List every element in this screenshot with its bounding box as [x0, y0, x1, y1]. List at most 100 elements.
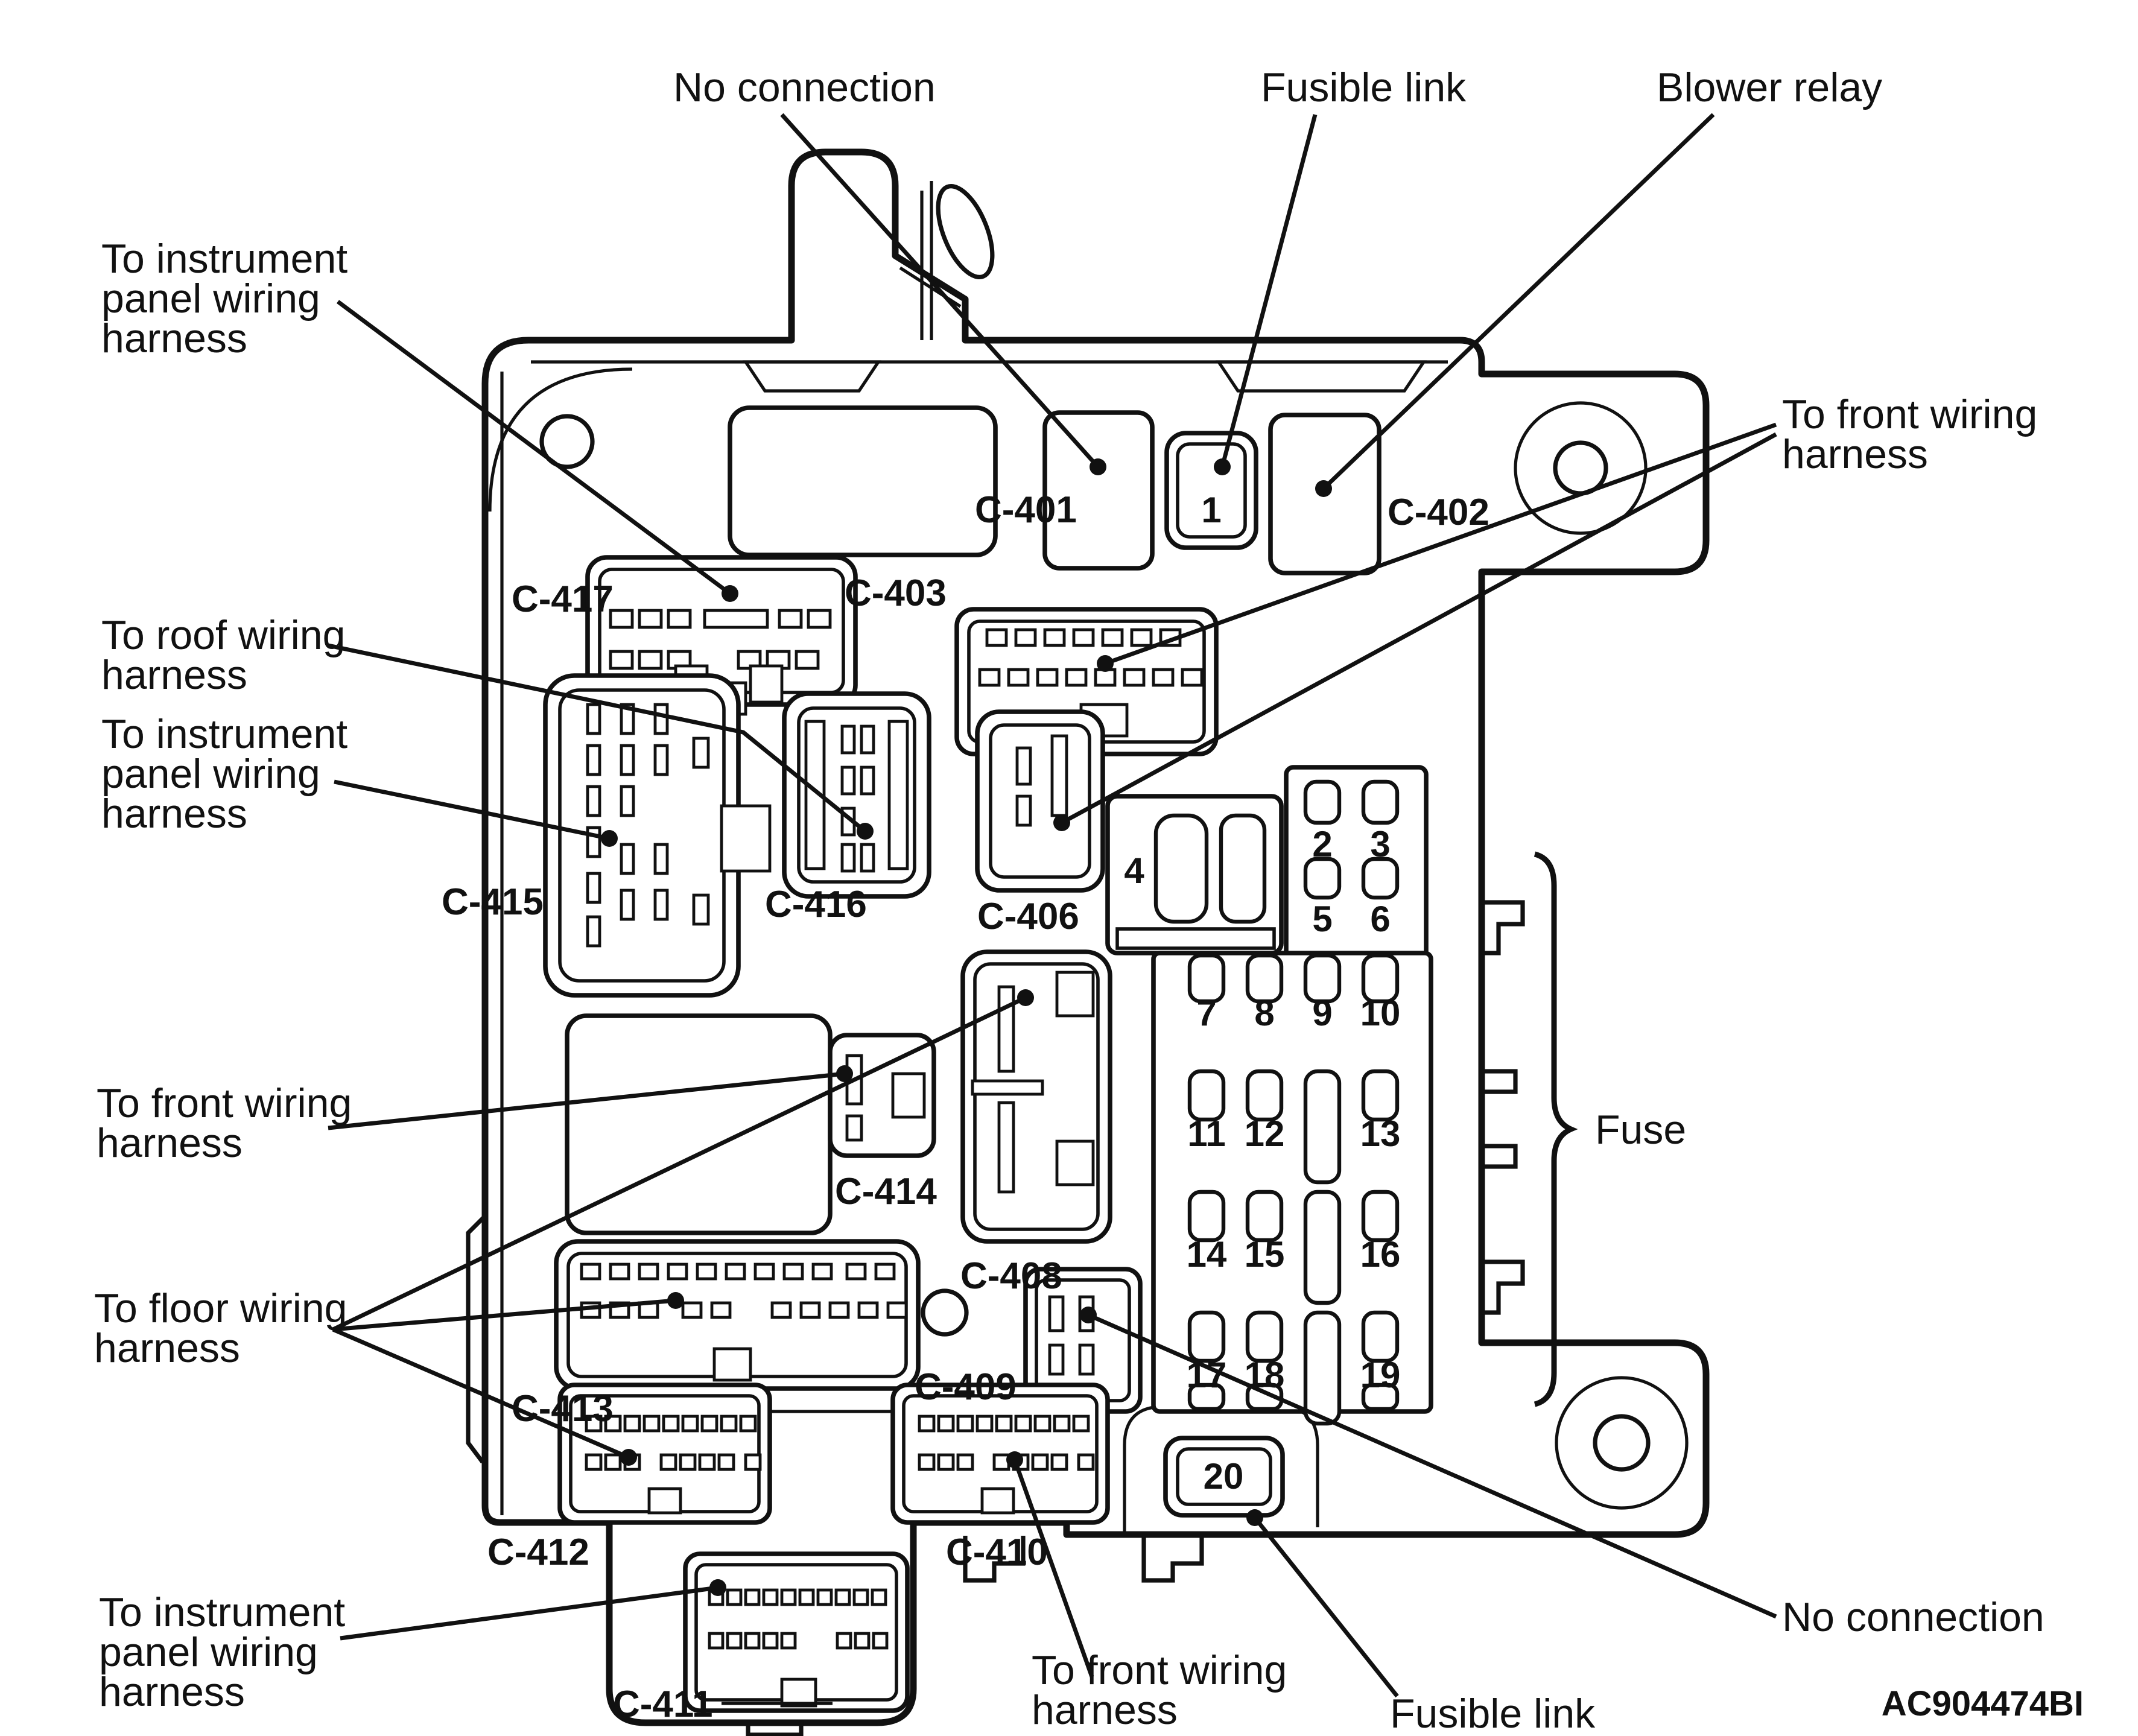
fuse1-inner: [1176, 442, 1247, 539]
connector-c416: [782, 691, 931, 899]
fuse4-slot-2: [1219, 813, 1267, 924]
fuse-brace-bracket: [1534, 851, 1578, 1407]
c415-side-tab: [720, 804, 772, 873]
svg-text:panel wiring: panel wiring: [101, 276, 320, 322]
c416-pins: [840, 724, 875, 873]
fuse-6-label: 6: [1370, 899, 1390, 939]
svg-text:To front wiring: To front wiring: [1782, 391, 2037, 437]
svg-text:To floor wiring: To floor wiring: [94, 1285, 347, 1331]
fuse20-outer: [1163, 1436, 1285, 1518]
connector-c414: [828, 1033, 936, 1158]
label-no-connection-bottom: No connection: [1782, 1594, 2044, 1640]
label-floor-harness: To floor wiring harness: [94, 1285, 347, 1371]
clip-4: [1482, 1259, 1525, 1315]
tab-hole: [936, 184, 995, 279]
c403-pins: [978, 628, 1204, 738]
label-c417: C-417: [512, 578, 614, 620]
label-c409: C-409: [915, 1366, 1017, 1408]
label-c414: C-414: [835, 1171, 937, 1212]
clip-2: [1479, 1069, 1518, 1094]
c401-cavity-small: [1042, 410, 1155, 571]
leader-fusible-link-bottom: [1253, 1516, 1399, 1698]
connector-c412: [557, 1383, 772, 1525]
blank-slot-row3: [1303, 1190, 1342, 1305]
right-edge-clips: [1479, 900, 1525, 1315]
svg-text:panel wiring: panel wiring: [101, 751, 320, 797]
svg-text:harness: harness: [101, 791, 247, 837]
connector-c415: [543, 673, 772, 998]
clip-1: [1482, 900, 1525, 955]
fuse-number-labels: 1 2 3 4 5 6 7 8 9 10 11 12 13 14 15 16 1…: [1124, 490, 1400, 1497]
label-roof-harness: To roof wiring harness: [101, 612, 345, 698]
fuse-16-label: 16: [1360, 1234, 1401, 1275]
top-notch-left: [743, 360, 881, 393]
bracket-top-boss: [1514, 401, 1648, 535]
fuse4-slot-1: [1153, 813, 1209, 924]
foot-2: [1141, 1536, 1204, 1583]
svg-text:harness: harness: [101, 652, 247, 698]
fuse-20: [1163, 1436, 1285, 1518]
connector-c411: [683, 1551, 910, 1713]
label-instrument-panel-mid: To instrument panel wiring harness: [101, 711, 347, 837]
fuse-9-label: 9: [1312, 993, 1332, 1033]
body-outline-path: [481, 148, 1710, 1726]
blank-slot-row2: [1303, 1069, 1342, 1185]
label-c410: C-410: [946, 1532, 1048, 1573]
fuse-1-label: 1: [1201, 490, 1221, 530]
leader-instrument-panel-mid: [334, 779, 610, 841]
svg-text:harness: harness: [1032, 1687, 1178, 1733]
leader-front-right-to-c406: [1061, 432, 1777, 825]
fuse-19-label: 19: [1360, 1355, 1401, 1395]
top-notch-right: [1216, 360, 1427, 393]
fuse-4-label: 4: [1124, 851, 1144, 891]
svg-text:To instrument: To instrument: [99, 1589, 345, 1635]
c414-side-tab: [891, 1072, 926, 1119]
label-c402: C-402: [1388, 492, 1489, 533]
c411-pins: [708, 1588, 889, 1708]
svg-text:harness: harness: [99, 1669, 245, 1715]
fuse-14-label: 14: [1187, 1234, 1227, 1275]
fuse-12-label: 12: [1245, 1114, 1285, 1154]
leader-fusible-link-top: [1220, 114, 1318, 467]
label-c401: C-401: [975, 489, 1077, 531]
svg-text:harness: harness: [97, 1120, 243, 1166]
fuse-20-label: 20: [1204, 1456, 1244, 1497]
mounting-tab: [899, 181, 995, 340]
fuse20-inner: [1176, 1447, 1272, 1506]
c408-inner: [973, 962, 1100, 1231]
label-c403: C-403: [845, 572, 947, 614]
svg-text:To front wiring: To front wiring: [1032, 1647, 1287, 1693]
label-front-harness-right: To front wiring harness: [1782, 391, 2037, 477]
connector-c408: [960, 949, 1112, 1244]
leader-blower-relay: [1322, 113, 1715, 490]
label-instrument-panel-top: To instrument panel wiring harness: [101, 236, 347, 361]
c401-cavity-large: [728, 405, 998, 557]
label-instrument-panel-bottom: To instrument panel wiring harness: [99, 1589, 345, 1715]
fuse-11-label: 11: [1187, 1114, 1225, 1154]
leader-front-left-to-c414: [328, 1071, 845, 1130]
leader-floor-to-c408: [332, 995, 1027, 1332]
fuse-4-relay: [1105, 794, 1284, 955]
fuse-8-label: 8: [1254, 993, 1274, 1033]
leader-instrument-panel-bottom: [340, 1585, 718, 1641]
leader-dots: [601, 458, 1332, 1596]
label-c412: C-412: [487, 1532, 589, 1573]
connector-c417: [585, 555, 858, 716]
c416-inner: [797, 706, 916, 884]
fuse-1: [1164, 431, 1258, 550]
connector-c401: [728, 405, 1155, 571]
body-hole-top-left: [539, 414, 595, 469]
connector-c410: [890, 1383, 1110, 1525]
fuse-17-label: 17: [1187, 1355, 1227, 1395]
clip-3: [1479, 1144, 1518, 1169]
fuse-2-label: 2: [1312, 824, 1332, 864]
fuse-3-label: 3: [1370, 824, 1390, 864]
leader-no-connection-top: [780, 113, 1100, 469]
c406-outer: [975, 709, 1105, 893]
callout-labels: No connection Fusible link Blower relay …: [94, 65, 2044, 1736]
svg-text:To front wiring: To front wiring: [97, 1080, 352, 1126]
label-c411: C-411: [613, 1684, 712, 1725]
label-c415: C-415: [442, 881, 544, 923]
bracket-bottom-hole: [1593, 1414, 1651, 1472]
